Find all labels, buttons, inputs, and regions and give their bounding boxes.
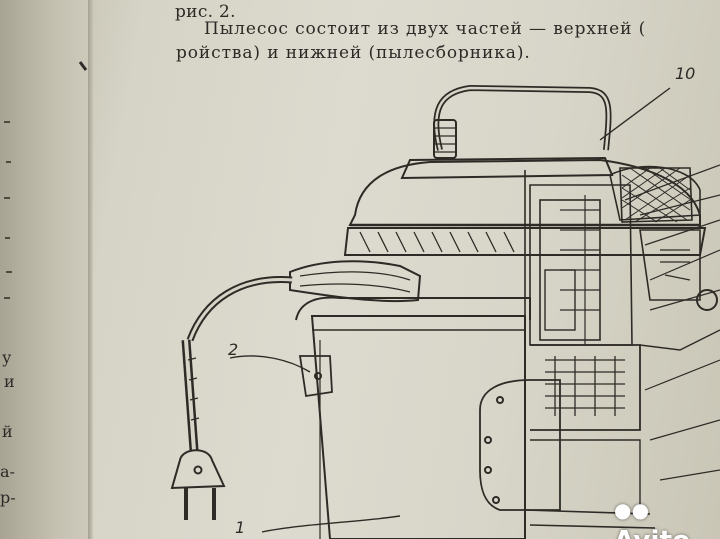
body-text-line2: ройства) и нижней (пылесборника). — [176, 43, 531, 63]
left-page-fragment: р- — [0, 488, 16, 507]
left-page-fragment: й — [2, 422, 13, 441]
left-page-fragment: и — [4, 372, 15, 391]
book-gutter — [0, 0, 92, 539]
left-page-fragment: у — [2, 348, 12, 367]
page-fold-shadow — [88, 0, 94, 539]
figure-caption-line1: рис. 2. — [175, 2, 236, 22]
avito-watermark: ●● Avito — [614, 496, 720, 539]
callout-label-10: 10 — [675, 64, 696, 83]
body-text-line1: Пылесос состоит из двух частей — верхней… — [204, 19, 647, 39]
callout-label-1: 1 — [235, 518, 246, 537]
avito-wordmark: Avito — [614, 526, 690, 539]
left-page-fragment: а- — [0, 462, 15, 481]
avito-logo-icon: ●● — [614, 498, 650, 522]
callout-label-2: 2 — [228, 340, 239, 359]
